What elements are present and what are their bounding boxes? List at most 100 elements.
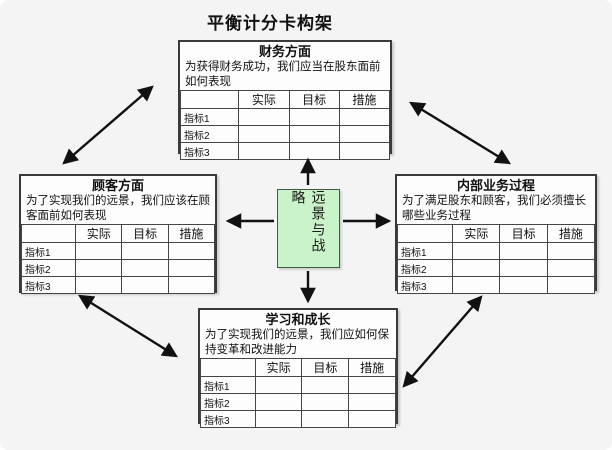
table-corner-cell	[20, 224, 77, 243]
table-header-row: 实际 目标 措施	[20, 224, 216, 243]
row-label-indicator2: 指标2	[396, 259, 454, 277]
table-row: 指标2	[179, 125, 391, 143]
finance-panel-desc: 为获得财务成功，我们应当在股东面前如何表现	[185, 61, 381, 88]
row-label-indicator1: 指标1	[179, 108, 240, 126]
customer-table: 实际 目标 措施 指标1 指标2 指标3	[20, 224, 216, 294]
arrow-customer-learning	[78, 294, 178, 358]
learning-growth-panel-desc: 为了实现我们的远景，我们应如何保持变革和改进能力	[205, 329, 389, 356]
table-cell	[452, 242, 501, 260]
internal-process-table: 实际 目标 措施 指标1 指标2 指标3	[396, 224, 596, 294]
table-cell	[75, 259, 123, 277]
col-header-actual: 实际	[254, 358, 303, 377]
table-cell	[121, 259, 169, 277]
col-header-target: 目标	[288, 90, 340, 109]
table-cell	[254, 376, 303, 394]
table-cell	[75, 242, 123, 260]
table-row: 指标2	[20, 259, 216, 277]
finance-panel-title: 财务方面	[258, 44, 311, 59]
table-header-row: 实际 目标 措施	[179, 90, 391, 109]
customer-panel: 顾客方面 为了实现我们的远景，我们应该在顾客面前如何表现 实际 目标 措施 指标…	[19, 174, 217, 294]
customer-panel-title: 顾客方面	[91, 178, 144, 193]
learning-growth-table: 实际 目标 措施 指标1 指标2 指标3	[200, 358, 396, 428]
col-header-measure: 措施	[348, 358, 396, 377]
arrow-learning-internal	[402, 295, 483, 388]
col-header-actual: 实际	[238, 90, 290, 109]
learning-growth-panel: 学习和成长 为了实现我们的远景，我们应如何保持变革和改进能力 实际 目标 措施 …	[198, 308, 398, 428]
table-cell	[75, 276, 123, 294]
arrow-finance-internal	[409, 101, 511, 165]
table-cell	[452, 259, 501, 277]
table-row: 指标1	[20, 242, 216, 260]
table-cell	[167, 276, 216, 294]
row-label-indicator2: 指标2	[20, 259, 77, 277]
table-header-row: 实际 目标 措施	[396, 224, 596, 243]
row-label-indicator3: 指标3	[179, 142, 240, 160]
arrow-customer-finance	[62, 85, 154, 165]
table-cell	[121, 276, 169, 294]
table-cell	[301, 410, 350, 428]
table-cell	[288, 125, 340, 143]
row-label-indicator2: 指标2	[200, 393, 256, 411]
row-label-indicator1: 指标1	[200, 376, 256, 394]
table-row: 指标2	[396, 259, 596, 277]
internal-process-panel: 内部业务过程 为了满足股东和顾客，我们必须擅长哪些业务过程 实际 目标 措施 指…	[395, 174, 597, 294]
table-corner-cell	[396, 224, 454, 243]
table-row: 指标1	[200, 376, 396, 394]
col-header-target: 目标	[499, 224, 548, 243]
learning-growth-panel-title: 学习和成长	[265, 312, 331, 327]
table-row: 指标3	[20, 276, 216, 294]
table-cell	[338, 108, 391, 126]
table-cell	[546, 242, 596, 260]
table-corner-cell	[179, 90, 240, 109]
table-cell	[301, 376, 350, 394]
table-cell	[288, 142, 340, 160]
table-cell	[167, 259, 216, 277]
col-header-target: 目标	[301, 358, 350, 377]
table-row: 指标1	[396, 242, 596, 260]
table-row: 指标3	[200, 410, 396, 428]
table-row: 指标3	[396, 276, 596, 294]
col-header-measure: 措施	[167, 224, 216, 243]
table-cell	[254, 410, 303, 428]
row-label-indicator3: 指标3	[20, 276, 77, 294]
table-cell	[348, 376, 396, 394]
table-cell	[238, 108, 290, 126]
table-cell	[546, 276, 596, 294]
table-cell	[167, 242, 216, 260]
row-label-indicator2: 指标2	[179, 125, 240, 143]
table-cell	[288, 108, 340, 126]
table-row: 指标2	[200, 393, 396, 411]
table-cell	[301, 393, 350, 411]
table-cell	[546, 259, 596, 277]
finance-table: 实际 目标 措施 指标1 指标2 指标3	[179, 90, 391, 160]
table-cell	[348, 393, 396, 411]
col-header-actual: 实际	[75, 224, 123, 243]
col-header-actual: 实际	[452, 224, 501, 243]
table-cell	[499, 242, 548, 260]
internal-process-panel-title: 内部业务过程	[456, 178, 535, 193]
col-header-measure: 措施	[338, 90, 391, 109]
table-header-row: 实际 目标 措施	[200, 358, 396, 377]
table-cell	[238, 125, 290, 143]
col-header-measure: 措施	[546, 224, 596, 243]
row-label-indicator3: 指标3	[200, 410, 256, 428]
vision-strategy-label: 远景与战略	[290, 190, 327, 254]
col-header-target: 目标	[121, 224, 169, 243]
row-label-indicator3: 指标3	[396, 276, 454, 294]
table-row: 指标3	[179, 142, 391, 160]
row-label-indicator1: 指标1	[396, 242, 454, 260]
table-cell	[499, 259, 548, 277]
customer-panel-desc: 为了实现我们的远景，我们应该在顾客面前如何表现	[26, 195, 210, 222]
diagram-title: 平衡计分卡构架	[207, 14, 333, 33]
table-cell	[338, 125, 391, 143]
table-row: 指标1	[179, 108, 391, 126]
table-cell	[238, 142, 290, 160]
row-label-indicator1: 指标1	[20, 242, 77, 260]
table-cell	[121, 242, 169, 260]
internal-process-panel-desc: 为了满足股东和顾客，我们必须擅长哪些业务过程	[402, 195, 586, 222]
table-cell	[338, 142, 391, 160]
table-corner-cell	[200, 358, 256, 377]
table-cell	[452, 276, 501, 294]
table-cell	[348, 410, 396, 428]
